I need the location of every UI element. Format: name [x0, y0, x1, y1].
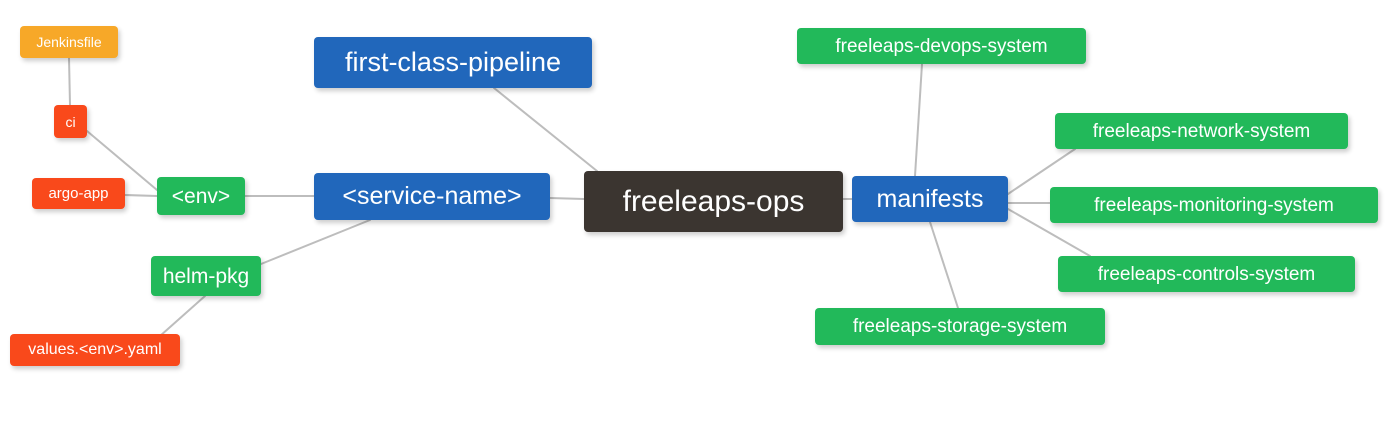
node-label-service-name: <service-name> — [342, 182, 522, 210]
node-label-first-class-pipeline: first-class-pipeline — [344, 47, 562, 77]
mindmap-node-freeleaps-ops[interactable]: freeleaps-ops — [584, 171, 843, 232]
mindmap-node-argo-app[interactable]: argo-app — [32, 178, 125, 209]
node-label-freeleaps-monitoring-system: freeleaps-monitoring-system — [1094, 194, 1334, 216]
mindmap-node-first-class-pipeline[interactable]: first-class-pipeline — [314, 37, 592, 88]
mindmap-node-freeleaps-storage-system[interactable]: freeleaps-storage-system — [815, 308, 1105, 345]
mindmap-node-manifests[interactable]: manifests — [852, 176, 1008, 222]
node-label-helm-pkg: helm-pkg — [162, 264, 250, 288]
node-label-jenkinsfile: Jenkinsfile — [36, 34, 102, 50]
mindmap-node-service-name[interactable]: <service-name> — [314, 173, 550, 220]
mindmap-node-jenkinsfile[interactable]: Jenkinsfile — [20, 26, 118, 58]
mindmap-node-values-env-yaml[interactable]: values.<env>.yaml — [10, 334, 180, 366]
mindmap-node-freeleaps-controls-system[interactable]: freeleaps-controls-system — [1058, 256, 1355, 292]
edge-freeleaps-devops-system-to-manifests — [914, 63, 923, 177]
edge-freeleaps-storage-system-to-manifests — [929, 221, 959, 309]
mindmap-node-helm-pkg[interactable]: helm-pkg — [151, 256, 261, 296]
mindmap-node-freeleaps-monitoring-system[interactable]: freeleaps-monitoring-system — [1050, 187, 1378, 223]
mindmap-node-ci[interactable]: ci — [54, 105, 87, 138]
edge-first-class-pipeline-to-freeleaps-ops — [493, 87, 598, 172]
edge-values-env-yaml-to-helm-pkg — [159, 295, 206, 337]
node-label-freeleaps-storage-system: freeleaps-storage-system — [852, 316, 1068, 337]
node-label-freeleaps-network-system: freeleaps-network-system — [1092, 120, 1311, 142]
node-label-manifests: manifests — [876, 184, 984, 213]
edge-service-name-to-freeleaps-ops — [549, 197, 585, 200]
edge-helm-pkg-to-service-name — [260, 219, 371, 265]
node-label-freeleaps-devops-system: freeleaps-devops-system — [835, 35, 1048, 57]
edge-jenkinsfile-to-ci — [68, 57, 71, 106]
mindmap-node-freeleaps-devops-system[interactable]: freeleaps-devops-system — [797, 28, 1086, 64]
node-label-env: <env> — [171, 184, 231, 208]
node-label-argo-app: argo-app — [48, 185, 109, 202]
edge-argo-app-to-env — [124, 194, 158, 197]
mindmap-node-freeleaps-network-system[interactable]: freeleaps-network-system — [1055, 113, 1348, 149]
node-label-values-env-yaml: values.<env>.yaml — [28, 341, 162, 358]
node-label-freeleaps-controls-system: freeleaps-controls-system — [1097, 263, 1316, 285]
node-label-ci: ci — [65, 113, 76, 130]
node-label-freeleaps-ops: freeleaps-ops — [622, 184, 805, 218]
mindmap-node-env[interactable]: <env> — [157, 177, 245, 215]
